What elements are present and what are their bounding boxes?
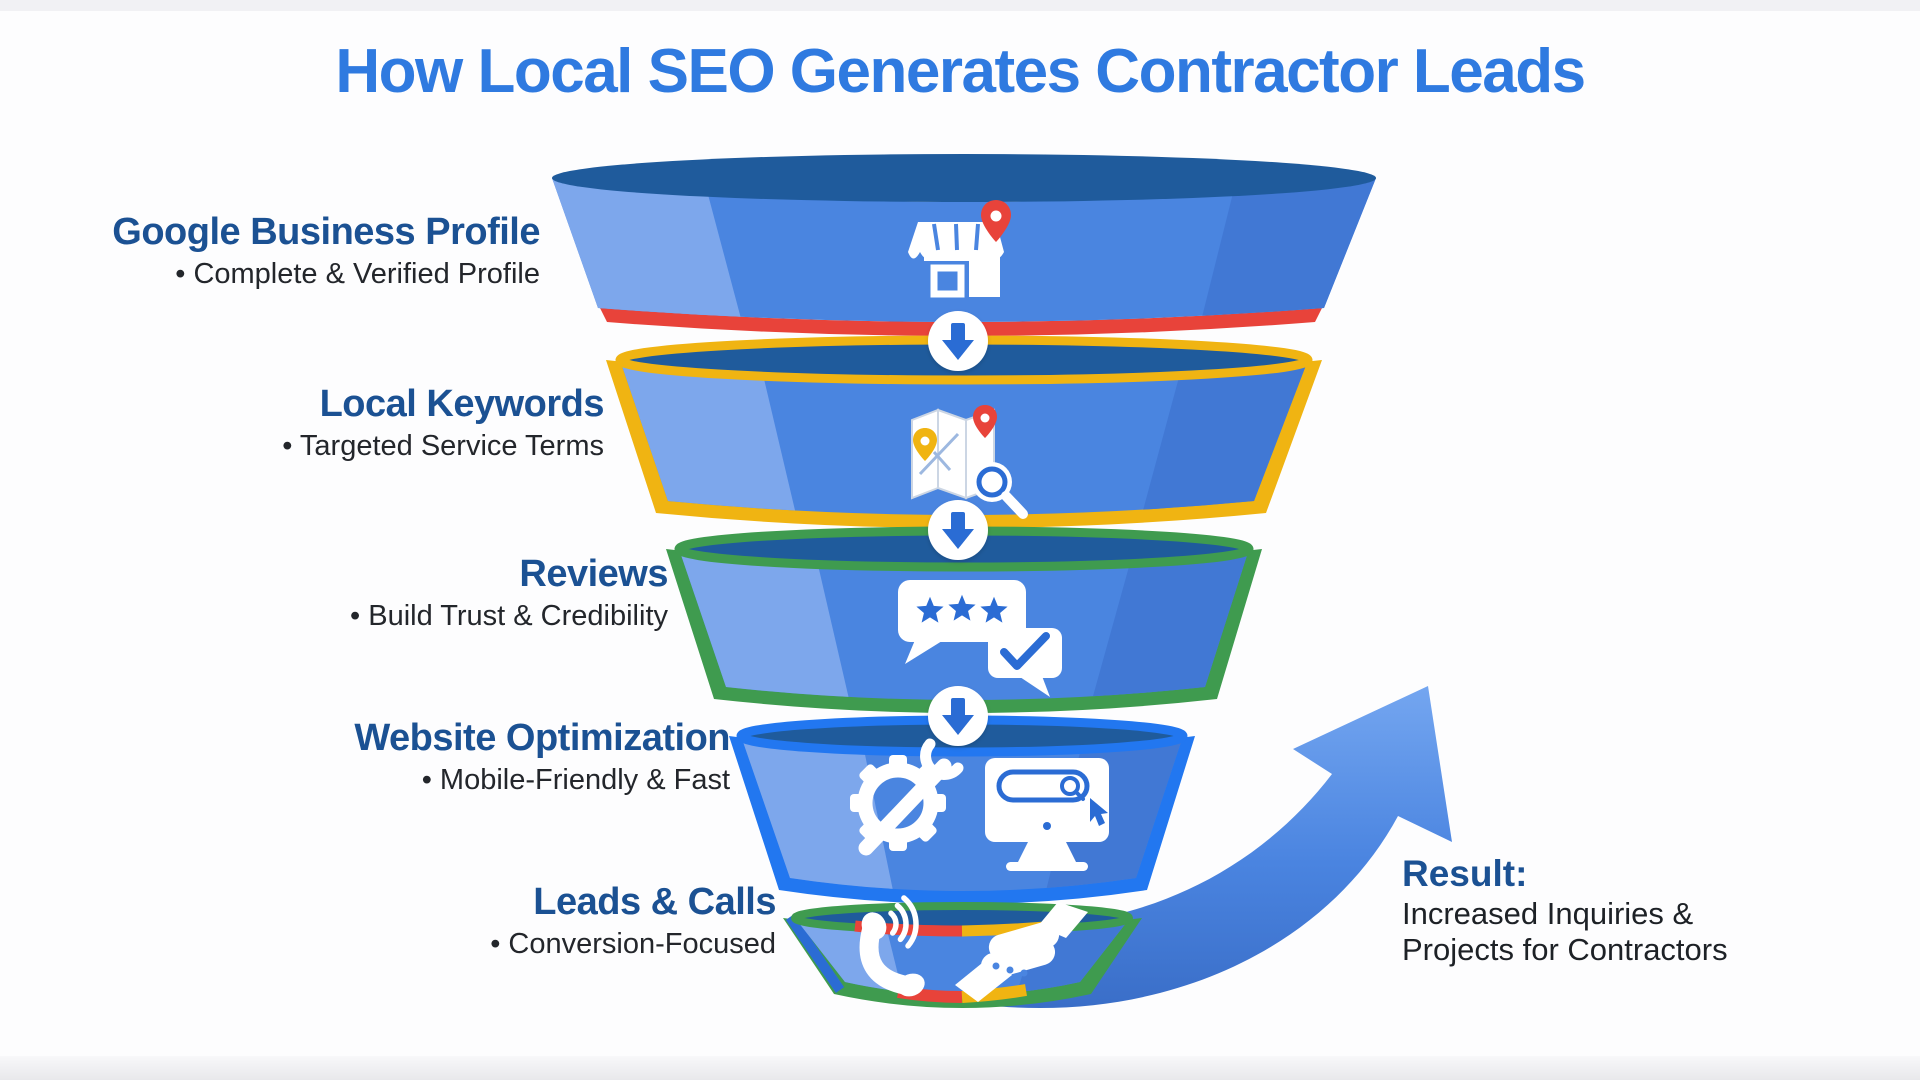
- stage-heading: Leads & Calls: [533, 881, 776, 923]
- stage-heading: Reviews: [519, 553, 668, 595]
- stage-detail: • Build Trust & Credibility: [350, 600, 668, 632]
- gear-monitor-icon: [850, 738, 1109, 871]
- phone-handshake-icon: [859, 895, 1088, 1002]
- result-heading: Result:: [1402, 853, 1528, 894]
- funnel-stage-local-keywords: [606, 335, 1322, 528]
- stage-detail: • Mobile-Friendly & Fast: [421, 764, 730, 796]
- down-arrow-icon: [928, 500, 988, 560]
- stage-detail: • Complete & Verified Profile: [175, 258, 540, 290]
- review-bubbles-icon: [898, 580, 1062, 697]
- stage-label-reviews: Reviews • Build Trust & Credibility: [350, 552, 668, 634]
- map-search-icon: [911, 405, 1028, 519]
- down-arrow-icon: [928, 311, 988, 371]
- stage-heading: Local Keywords: [319, 383, 605, 425]
- stage5-bottom-yellow-band: [961, 984, 1027, 1003]
- stage-detail: • Conversion-Focused: [490, 928, 776, 960]
- funnel-stage-reviews: [666, 526, 1262, 713]
- stage-label-leads-and-calls: Leads & Calls • Conversion-Focused: [490, 880, 776, 962]
- down-arrow-icon: [928, 686, 988, 746]
- top-edge-strip: [0, 0, 1920, 11]
- storefront-pin-icon: [908, 200, 1011, 298]
- stage-label-local-keywords: Local Keywords • Targeted Service Terms: [282, 382, 604, 464]
- stage-label-website-optimization: Website Optimization • Mobile-Friendly &…: [354, 716, 730, 798]
- bottom-edge-strip: [0, 1056, 1920, 1080]
- funnel-stage-website-optimization: [729, 715, 1195, 904]
- stage-detail: • Targeted Service Terms: [282, 430, 604, 462]
- funnel-stage-leads-and-calls: [783, 895, 1142, 1008]
- page-title: How Local SEO Generates Contractor Leads: [335, 37, 1586, 106]
- result-callout: Result: Increased Inquiries & Projects f…: [1402, 852, 1728, 968]
- result-line-2: Projects for Contractors: [1402, 932, 1728, 967]
- stage5-left-border: [785, 914, 845, 993]
- result-line-1: Increased Inquiries &: [1402, 896, 1694, 931]
- stage-label-google-business-profile: Google Business Profile • Complete & Ver…: [112, 210, 540, 292]
- stage1-opening: [552, 154, 1376, 202]
- funnel-stage-google-business-profile: [552, 154, 1376, 336]
- stage-heading: Google Business Profile: [112, 211, 540, 253]
- stage-heading: Website Optimization: [354, 717, 730, 759]
